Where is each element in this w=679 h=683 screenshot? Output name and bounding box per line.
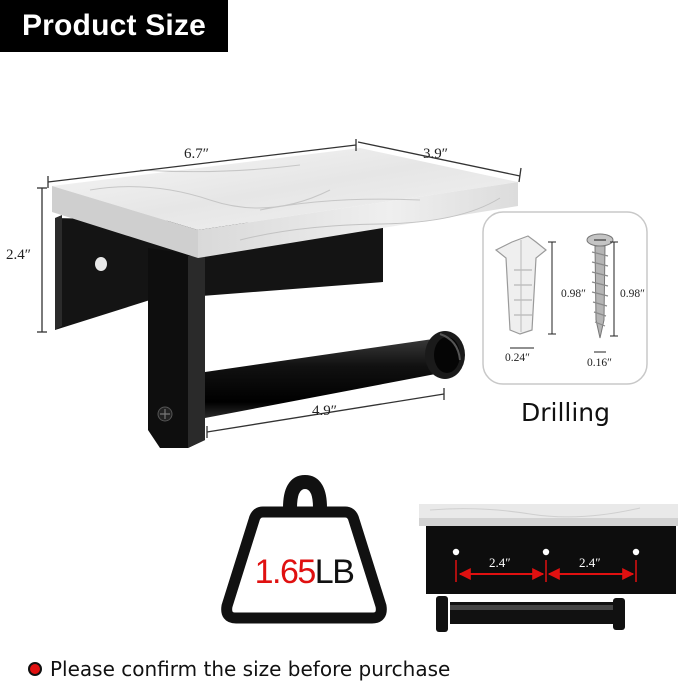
toilet-paper-holder [52, 148, 518, 448]
hole-spacing-left-label: 2.4″ [489, 555, 511, 570]
screw-length-label: 0.98″ [620, 288, 645, 300]
screw-icon [586, 233, 614, 339]
weight-icon [221, 474, 387, 624]
anchor-length-label: 0.98″ [561, 288, 586, 300]
screw-width-label: 0.16″ [587, 357, 612, 369]
anchor-width-label: 0.24″ [505, 352, 530, 364]
title-banner: Product Size [0, 0, 228, 52]
drilling-box [482, 211, 648, 385]
purchase-note: Please confirm the size before purchase [28, 657, 450, 681]
height-label: 2.4″ [6, 247, 31, 263]
weight-value: 1.65 [254, 553, 317, 591]
depth-label: 3.9″ [423, 146, 448, 162]
wall-anchor-icon [494, 235, 547, 335]
weight-unit: LB [314, 553, 355, 591]
bullet-dot-icon [28, 662, 42, 676]
rod-length-label: 4.9″ [312, 403, 337, 419]
drilling-label: Drilling [521, 398, 611, 427]
note-text: Please confirm the size before purchase [50, 657, 451, 681]
weight-readout: 1.65LB [241, 553, 367, 592]
width-label: 6.7″ [184, 146, 209, 162]
page-title: Product Size [21, 9, 207, 42]
mounting-view [419, 504, 678, 632]
hole-spacing-right-label: 2.4″ [579, 555, 601, 570]
dimension-lines [37, 139, 522, 438]
